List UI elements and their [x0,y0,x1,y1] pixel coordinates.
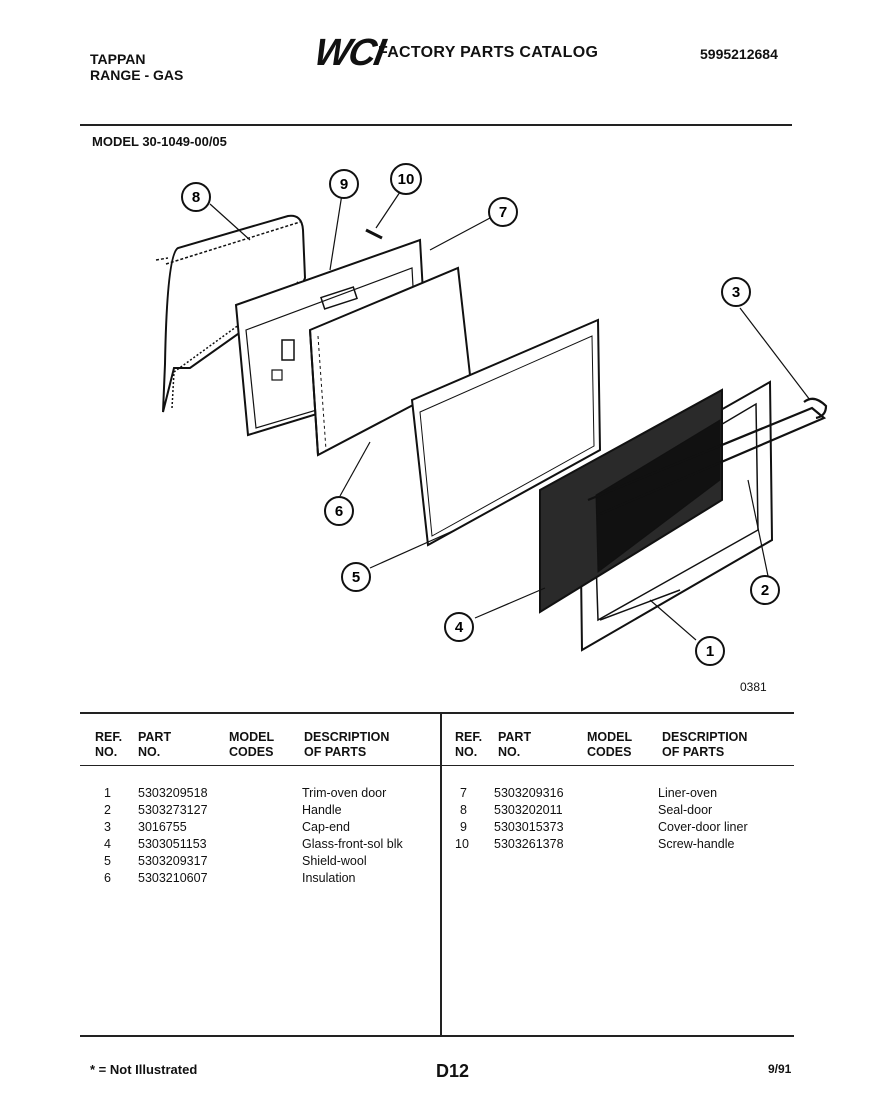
callout-6: 6 [324,496,354,526]
publication-date: 9/91 [768,1062,792,1076]
cap-end-part [803,397,828,420]
hdr-ref-left: REF.NO. [95,730,123,759]
svg-text:10: 10 [398,171,415,188]
handle-part [587,406,827,516]
figure-code: 0381 [740,680,767,694]
svg-text:8: 8 [192,189,200,206]
svg-text:3: 3 [732,284,740,301]
model-number: MODEL 30-1049-00/05 [92,134,227,149]
callout-3: 3 [721,277,751,307]
svg-text:5: 5 [352,569,360,586]
svg-text:4: 4 [455,619,464,636]
callout-4: 4 [444,612,474,642]
table-header-rule [80,765,794,766]
catalog-number: 5995212684 [700,46,778,62]
exploded-parts-diagram: 8 9 10 7 3 6 2 5 4 1 [155,163,828,666]
brand-name: TAPPAN [90,51,146,67]
not-illustrated-note: * = Not Illustrated [90,1062,198,1077]
svg-text:1: 1 [706,643,714,660]
svg-text:6: 6 [335,503,343,520]
page-number: D12 [436,1061,470,1081]
callout-10: 10 [390,163,422,195]
hdr-ref-right: REF.NO. [455,730,483,759]
callout-8: 8 [181,182,211,212]
header-rule [80,124,792,126]
table-top-rule [80,712,794,714]
callout-2: 2 [750,575,780,605]
callout-9: 9 [329,169,359,199]
callout-1: 1 [695,636,725,666]
screw-part [365,228,383,240]
leader-lines [209,191,811,641]
table-bottom-rule [80,1035,794,1037]
svg-text:2: 2 [761,582,769,599]
seal-door-part [155,214,307,413]
svg-text:9: 9 [340,176,348,193]
shield-wool-part [410,318,602,547]
svg-text:7: 7 [499,204,507,221]
product-type: RANGE - GAS [90,67,184,83]
catalog-title: FACTORY PARTS CATALOG [378,44,599,61]
wci-logo: WCI [311,32,387,74]
callout-5: 5 [341,562,371,592]
callout-7: 7 [488,197,518,227]
table-divider [440,713,442,1035]
